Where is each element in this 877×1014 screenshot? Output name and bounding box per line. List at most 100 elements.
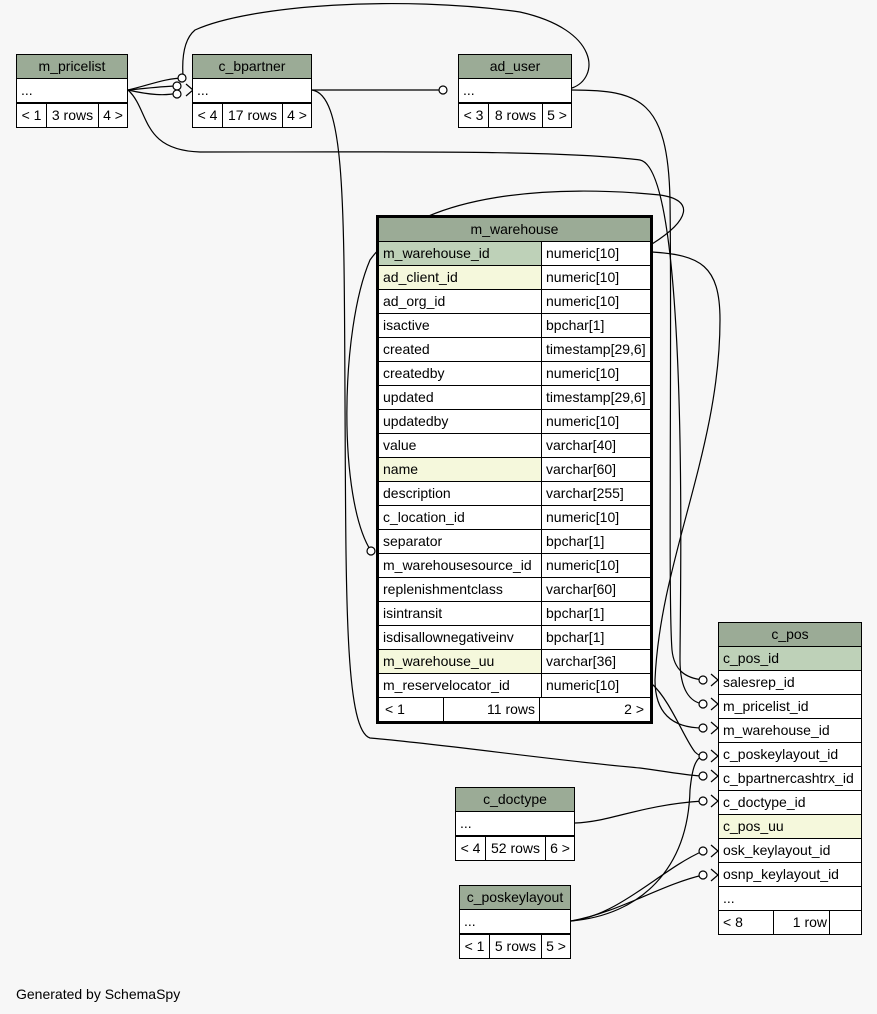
table-row: osk_keylayout_id (719, 839, 861, 863)
column-name: ad_org_id (383, 293, 446, 309)
column-name: name (379, 458, 541, 481)
table-c_bpartner[interactable]: c_bpartner ... < 4 17 rows 4 > (192, 54, 312, 128)
column-name: isintransit (383, 605, 443, 621)
table-row: m_warehouse_id (719, 719, 861, 743)
row-count: 8 rows (488, 104, 542, 127)
column-name: c_bpartnercashtrx_id (723, 770, 854, 786)
column-name: replenishmentclass (383, 581, 503, 597)
prev-count: < 3 (463, 107, 484, 123)
row-count: 11 rows (443, 698, 539, 721)
table-header: ad_user (459, 55, 571, 79)
next-count: 6 > (545, 837, 574, 860)
table-row: ... (456, 812, 574, 836)
table-row: ad_org_id numeric[10] (379, 290, 650, 314)
table-row: osnp_keylayout_id (719, 863, 861, 887)
table-ad_user[interactable]: ad_user ... < 3 8 rows 5 > (458, 54, 572, 128)
table-row: ... (459, 79, 571, 103)
row-count: 52 rows (485, 837, 545, 860)
column-name: updated (383, 389, 434, 405)
prev-count: < 1 (385, 701, 405, 717)
column-placeholder: ... (463, 82, 475, 98)
column-name: createdby (383, 365, 445, 381)
column-type: varchar[40] (541, 434, 650, 457)
column-placeholder: ... (21, 82, 33, 98)
column-type: bpchar[1] (541, 314, 650, 337)
column-placeholder: ... (197, 82, 209, 98)
next-count: 2 > (539, 698, 650, 721)
table-header: m_warehouse (379, 218, 650, 242)
column-type: numeric[10] (541, 266, 650, 289)
column-name: description (383, 485, 451, 501)
table-c_poskeylayout[interactable]: c_poskeylayout ... < 1 5 rows 5 > (459, 885, 571, 959)
footer-credit: Generated by SchemaSpy (16, 986, 181, 1002)
table-row: c_bpartnercashtrx_id (719, 767, 861, 791)
column-name: value (383, 437, 417, 453)
table-row: ... (17, 79, 127, 103)
prev-count: < 1 (464, 938, 485, 954)
table-row: value varchar[40] (379, 434, 650, 458)
row-count: 17 rows (222, 104, 282, 127)
table-footer: < 4 17 rows 4 > (193, 103, 311, 127)
column-name: c_doctype_id (723, 794, 806, 810)
column-type: numeric[10] (541, 410, 650, 433)
row-count: 1 row (773, 911, 829, 934)
table-row: updatedby numeric[10] (379, 410, 650, 434)
column-name: c_pos_uu (719, 815, 861, 838)
column-type: bpchar[1] (541, 602, 650, 625)
column-type: numeric[10] (541, 674, 650, 697)
table-c_doctype[interactable]: c_doctype ... < 4 52 rows 6 > (455, 787, 575, 861)
table-header: c_pos (719, 623, 861, 647)
table-footer: < 3 8 rows 5 > (459, 103, 571, 127)
column-type: numeric[10] (541, 290, 650, 313)
next-count: 4 > (98, 104, 127, 127)
table-row: ... (460, 910, 570, 934)
column-name: m_pricelist_id (723, 698, 809, 714)
next-count: 4 > (282, 104, 311, 127)
prev-count: < 4 (197, 107, 218, 123)
column-name: separator (383, 533, 443, 549)
column-name: c_poskeylayout_id (723, 746, 839, 762)
table-header: c_doctype (456, 788, 574, 812)
table-row: isactive bpchar[1] (379, 314, 650, 338)
column-type: numeric[10] (541, 554, 650, 577)
column-type: varchar[60] (541, 458, 650, 481)
column-name: osnp_keylayout_id (723, 866, 839, 882)
column-name: m_warehousesource_id (383, 557, 532, 573)
column-name: isdisallownegativeinv (383, 629, 514, 645)
table-row: c_pos_uu (719, 815, 861, 839)
column-placeholder: ... (460, 815, 472, 831)
column-name: osk_keylayout_id (723, 842, 831, 858)
row-count: 3 rows (46, 104, 98, 127)
column-name: updatedby (383, 413, 449, 429)
row-count: 5 rows (489, 935, 541, 958)
prev-count: < 4 (460, 840, 481, 856)
table-m_pricelist[interactable]: m_pricelist ... < 1 3 rows 4 > (16, 54, 128, 128)
column-type: bpchar[1] (541, 530, 650, 553)
table-row: isintransit bpchar[1] (379, 602, 650, 626)
column-type: numeric[10] (541, 362, 650, 385)
prev-count: < 1 (21, 107, 42, 123)
table-row: m_warehousesource_id numeric[10] (379, 554, 650, 578)
column-type: numeric[10] (541, 242, 650, 265)
table-row: c_doctype_id (719, 791, 861, 815)
table-row: ... (193, 79, 311, 103)
table-row: m_pricelist_id (719, 695, 861, 719)
column-type: numeric[10] (541, 506, 650, 529)
column-name: isactive (383, 317, 430, 333)
table-footer: < 1 5 rows 5 > (460, 934, 570, 958)
column-placeholder: ... (464, 913, 476, 929)
table-row: c_pos_id (719, 647, 861, 671)
